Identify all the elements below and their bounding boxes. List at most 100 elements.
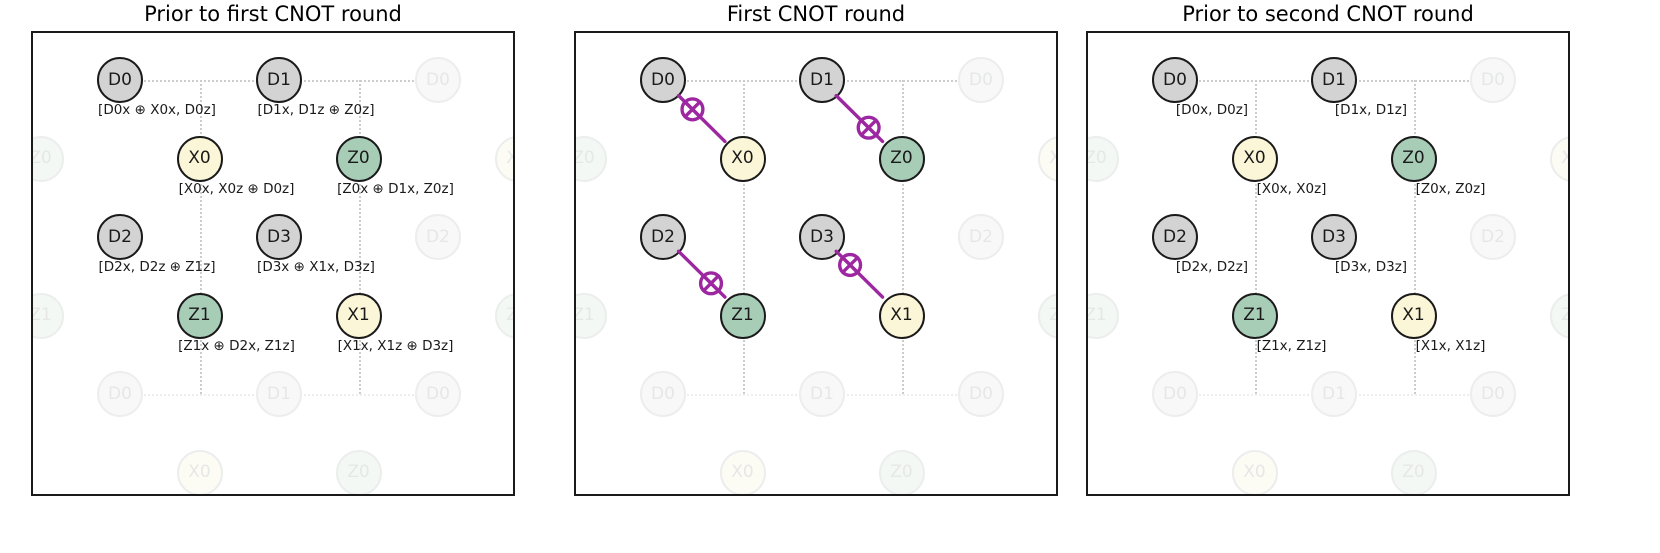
qubit-node-label: X0 bbox=[731, 148, 754, 168]
ghost-qubit-node-x0: X0 bbox=[494, 135, 513, 182]
qubit-node-label: X0 bbox=[188, 462, 211, 482]
qubit-node-d3[interactable]: D3 bbox=[799, 214, 845, 260]
qubit-node-label: D2 bbox=[1481, 226, 1505, 247]
ghost-qubit-node-z1: Z1 bbox=[31, 292, 64, 339]
qubit-node-label: X0 bbox=[1561, 150, 1568, 167]
ghost-qubit-node-d0: D0 bbox=[415, 57, 461, 103]
qubit-node-label: D2 bbox=[651, 226, 675, 247]
qubit-node-d1[interactable]: D1 bbox=[256, 57, 302, 103]
pauli-frame-label-z0: [Z0x ⊕ D1x, Z0z] bbox=[337, 180, 454, 197]
qubit-node-d1[interactable]: D1 bbox=[799, 57, 845, 103]
ghost-qubit-node-x0: X0 bbox=[1231, 449, 1278, 494]
qubit-node-x0[interactable]: X0 bbox=[1231, 135, 1278, 182]
qubit-node-label: D3 bbox=[1322, 226, 1346, 247]
qubit-node-x1[interactable]: X1 bbox=[878, 292, 925, 339]
ghost-qubit-node-z0: Z0 bbox=[335, 449, 382, 494]
lattice-canvas: D0D2D0D0D1X1Z1X1Z1Z0X0Z0X0Z1D0[D0x ⊕ X0x… bbox=[33, 33, 513, 494]
qubit-node-label: D1 bbox=[1322, 69, 1346, 90]
qubit-node-z0[interactable]: Z0 bbox=[1390, 135, 1437, 182]
qubit-node-label: D0 bbox=[108, 383, 132, 404]
panel-title: Prior to second CNOT round bbox=[1182, 2, 1474, 26]
cnot-link bbox=[676, 93, 727, 144]
qubit-node-d1[interactable]: D1 bbox=[1311, 57, 1357, 103]
ghost-qubit-node-x0: X0 bbox=[176, 449, 223, 494]
ghost-qubit-node-d0: D0 bbox=[415, 371, 461, 417]
ghost-qubit-node-d0: D0 bbox=[958, 57, 1004, 103]
cnot-target-icon[interactable] bbox=[856, 115, 881, 140]
qubit-node-d0[interactable]: D0 bbox=[97, 57, 143, 103]
qubit-node-z1[interactable]: Z1 bbox=[176, 292, 223, 339]
qubit-node-z1[interactable]: Z1 bbox=[719, 292, 766, 339]
ghost-qubit-node-d0: D0 bbox=[640, 371, 686, 417]
panel-axes: D0D2D0D0D1X1Z1X1Z1Z0X0Z0X0Z1D0[D0x ⊕ X0x… bbox=[31, 31, 515, 496]
qubit-node-d3[interactable]: D3 bbox=[256, 214, 302, 260]
cnot-target-icon[interactable] bbox=[838, 252, 863, 278]
qubit-node-x0[interactable]: X0 bbox=[176, 135, 223, 182]
lattice-edge-vertical bbox=[358, 80, 361, 394]
cnot-link bbox=[676, 249, 727, 299]
qubit-node-z0[interactable]: Z0 bbox=[878, 135, 925, 182]
cnot-target-icon[interactable] bbox=[698, 271, 724, 296]
qubit-node-label: D0 bbox=[1481, 383, 1505, 404]
qubit-node-label: X0 bbox=[506, 150, 513, 167]
qubit-node-label: D0 bbox=[426, 69, 450, 90]
qubit-node-x1[interactable]: X1 bbox=[1390, 292, 1437, 339]
pauli-frame-label-d1: [D1x, D1z] bbox=[1334, 102, 1408, 118]
qubit-node-label: D0 bbox=[651, 69, 675, 90]
qubit-node-z0[interactable]: Z0 bbox=[335, 135, 382, 182]
ghost-qubit-node-d1: D1 bbox=[256, 371, 302, 417]
ghost-qubit-node-z1: Z1 bbox=[1088, 292, 1119, 339]
ghost-qubit-node-d1: D1 bbox=[799, 371, 845, 417]
qubit-node-label: X1 bbox=[1402, 305, 1425, 325]
qubit-node-label: Z1 bbox=[731, 305, 754, 325]
qubit-node-label: Z0 bbox=[574, 148, 595, 168]
panel-axes: D0D2D0D0D1X1Z1X1Z1Z0X0Z0X0Z1D0[D0x, D0z]… bbox=[1086, 31, 1570, 496]
panel-prior-first: Prior to first CNOT roundD0D2D0D0D1X1Z1X… bbox=[31, 0, 515, 553]
qubit-node-label: D3 bbox=[267, 226, 291, 247]
qubit-node-d2[interactable]: D2 bbox=[97, 214, 143, 260]
qubit-node-d3[interactable]: D3 bbox=[1311, 214, 1357, 260]
pauli-frame-label-z1: [Z1x ⊕ D2x, Z1z] bbox=[178, 337, 295, 354]
qubit-node-x1[interactable]: X1 bbox=[335, 292, 382, 339]
lattice-canvas: D0D2D0D0D1X1Z1X1Z1Z0X0Z0X0Z1D0D1X0Z0D2D3… bbox=[576, 33, 1056, 494]
cnot-target-icon[interactable] bbox=[680, 97, 705, 122]
panel-title: Prior to first CNOT round bbox=[144, 2, 402, 26]
qubit-node-label: Z0 bbox=[890, 148, 913, 168]
qubit-node-d2[interactable]: D2 bbox=[640, 214, 686, 260]
qubit-node-d0[interactable]: D0 bbox=[1152, 57, 1198, 103]
qubit-node-label: D0 bbox=[426, 383, 450, 404]
pauli-frame-label-d0: [D0x, D0z] bbox=[1175, 102, 1249, 118]
lattice-edge-vertical bbox=[199, 80, 202, 394]
qubit-node-z1[interactable]: Z1 bbox=[1231, 292, 1278, 339]
lattice-edge-vertical bbox=[742, 80, 745, 394]
qubit-node-label: D3 bbox=[810, 226, 834, 247]
ghost-qubit-node-d0: D0 bbox=[958, 371, 1004, 417]
qubit-node-label: X0 bbox=[731, 462, 754, 482]
ghost-qubit-node-d2: D2 bbox=[1470, 214, 1516, 260]
ghost-qubit-node-z0: Z0 bbox=[878, 449, 925, 494]
panel-first-round: First CNOT roundD0D2D0D0D1X1Z1X1Z1Z0X0Z0… bbox=[574, 0, 1058, 553]
pauli-frame-label-x0: [X0x, X0z ⊕ D0z] bbox=[178, 180, 295, 197]
ghost-qubit-node-z1: Z1 bbox=[1549, 292, 1568, 339]
pauli-frame-label-z0: [Z0x, Z0z] bbox=[1415, 180, 1486, 197]
pauli-frame-label-d3: [D3x ⊕ X1x, D3z] bbox=[257, 259, 375, 275]
ghost-qubit-node-z1: Z1 bbox=[494, 292, 513, 339]
qubit-node-label: Z1 bbox=[31, 305, 52, 325]
qubit-node-label: Z0 bbox=[1402, 462, 1425, 482]
qubit-node-label: Z1 bbox=[1561, 307, 1568, 324]
qubit-node-label: D0 bbox=[969, 383, 993, 404]
qubit-node-x0[interactable]: X0 bbox=[719, 135, 766, 182]
lattice-edge-vertical bbox=[1413, 80, 1416, 394]
pauli-frame-label-d0: [D0x ⊕ X0x, D0z] bbox=[98, 102, 216, 118]
ghost-qubit-node-x0: X0 bbox=[719, 449, 766, 494]
ghost-qubit-node-d2: D2 bbox=[415, 214, 461, 260]
qubit-node-label: D2 bbox=[108, 226, 132, 247]
ghost-qubit-node-x0: X0 bbox=[1037, 135, 1056, 182]
lattice-canvas: D0D2D0D0D1X1Z1X1Z1Z0X0Z0X0Z1D0[D0x, D0z]… bbox=[1088, 33, 1568, 494]
ghost-qubit-node-d0: D0 bbox=[1470, 57, 1516, 103]
qubit-node-d0[interactable]: D0 bbox=[640, 57, 686, 103]
qubit-node-label: Z1 bbox=[574, 305, 595, 325]
qubit-node-d2[interactable]: D2 bbox=[1152, 214, 1198, 260]
qubit-node-label: X0 bbox=[1049, 150, 1056, 167]
ghost-qubit-node-d1: D1 bbox=[1311, 371, 1357, 417]
